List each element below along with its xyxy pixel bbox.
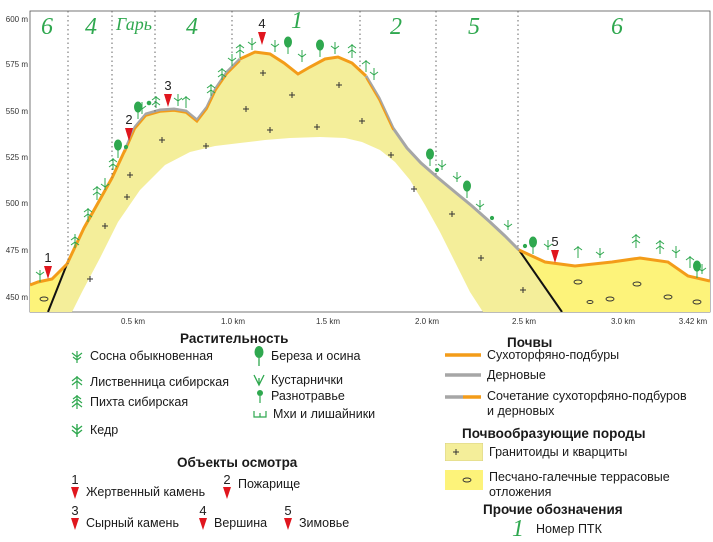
legend-item-herb: Разнотравье (255, 389, 345, 403)
legend-object-item: 1 Жертвенный камень (70, 473, 205, 504)
x-tick-label: 1.0 km (221, 317, 245, 326)
svg-text:5: 5 (551, 234, 558, 249)
terrain-profile: 6 4 Гарь 4 1 2 5 6 600 m 575 m 550 m 525… (6, 8, 711, 326)
legend-object-item: 4 Вершина (198, 504, 267, 535)
ptk-label-burn: Гарь (115, 14, 152, 34)
cedar-icon (71, 424, 83, 437)
soil-line-mixed-left-orange (124, 60, 241, 153)
x-tick-label: 3.0 km (611, 317, 635, 326)
legend-objects-title: Объекты осмотра (177, 455, 298, 470)
y-tick-label: 600 m (6, 15, 29, 24)
legend-item-larch: Лиственница сибирская (70, 374, 229, 390)
granitoid-body (48, 52, 562, 312)
contact-line-right (518, 249, 563, 312)
ptk-number-icon: 1 (512, 516, 524, 542)
larch-icon (71, 376, 83, 389)
soil-mixed-swatch (445, 395, 481, 399)
soil-orange-swatch (445, 353, 481, 357)
soil-line-orange-right (518, 248, 710, 283)
birch-icon (254, 346, 264, 366)
svg-text:4: 4 (258, 16, 265, 31)
legend-item-moss: Мхи и лишайники (253, 407, 375, 421)
legend-soil-item: Сухоторфяно-подбуры (445, 348, 619, 362)
granitoid-swatch (445, 443, 483, 461)
legend-soil-item: Сочетание сухоторфяно-подбуров и дерновы… (445, 389, 687, 419)
marker-icon: 3 (70, 504, 80, 535)
moss-icon (253, 411, 267, 418)
ptk-label: 4 (85, 14, 97, 40)
pine-icon (71, 351, 83, 363)
legend-soil-item: Дерновые (445, 368, 546, 382)
soil-line-gray-right-orange (365, 77, 394, 131)
legend-object-item: 5 Зимовье (283, 504, 349, 535)
ptk-label: 5 (468, 14, 480, 40)
object-marker: 5 (551, 234, 559, 263)
svg-text:3: 3 (164, 78, 171, 93)
legend-soils-title: Почвы (507, 335, 553, 350)
legend-item-cedar: Кедр (70, 422, 118, 438)
terrace-pebbles (39, 279, 702, 305)
ptk-label: 1 (291, 8, 303, 34)
terrace-deposit-left (30, 264, 67, 312)
object-marker: 4 (258, 16, 266, 45)
contact-line-left (47, 263, 68, 312)
legend-rock-item: Песчано-галечные террасовые отложения (445, 470, 670, 500)
x-tick-label: 3.42 km (679, 317, 708, 326)
y-tick-label: 525 m (6, 153, 29, 162)
ptk-label: 6 (611, 14, 623, 40)
object-marker: 1 (44, 250, 52, 279)
legend-item-pine: Сосна обыкновенная (70, 348, 213, 364)
y-tick-label: 450 m (6, 293, 29, 302)
granitoid-crosses (87, 70, 526, 293)
legend-item-fir: Пихта сибирская (70, 394, 188, 410)
legend-rocks-title: Почвообразующие породы (462, 426, 646, 441)
ptk-label: 4 (186, 14, 198, 40)
legend-ptk-item: 1 Номер ПТК (512, 516, 602, 542)
x-tick-label: 0.5 km (121, 317, 145, 326)
marker-icon: 2 (222, 473, 232, 504)
herb-icon (257, 390, 263, 403)
legend-rock-item: Гранитоиды и кварциты (445, 443, 627, 461)
fir-icon (71, 395, 83, 409)
x-tick-label: 2.0 km (415, 317, 439, 326)
vegetation-symbols (35, 38, 707, 282)
terrace-swatch (445, 470, 483, 490)
object-marker: 3 (164, 78, 172, 107)
x-tick-label: 2.5 km (512, 317, 536, 326)
soil-gray-swatch (445, 373, 481, 377)
ptk-label: 2 (390, 14, 402, 40)
ptk-boundaries (67, 11, 519, 264)
birch-symbols (114, 36, 701, 278)
legend-vegetation-title: Растительность (180, 331, 289, 346)
svg-text:1: 1 (44, 250, 51, 265)
legend-other-title: Прочие обозначения (483, 502, 623, 517)
svg-text:2: 2 (125, 112, 132, 127)
x-tick-label: 1.5 km (316, 317, 340, 326)
y-tick-label: 475 m (6, 246, 29, 255)
soil-line-mixed-left (123, 57, 242, 151)
legend-object-item: 2 Пожарище (222, 473, 300, 504)
marker-icon: 1 (70, 473, 80, 504)
object-marker: 2 (125, 112, 133, 141)
y-tick-label: 575 m (6, 60, 29, 69)
marker-icon: 4 (198, 504, 208, 535)
y-tick-label: 550 m (6, 107, 29, 116)
y-tick-label: 500 m (6, 199, 29, 208)
soil-line-gray-right (364, 75, 521, 252)
legend-object-item: 3 Сырный камень (70, 504, 179, 535)
shrub-icon (253, 374, 265, 387)
soil-line-orange-top (239, 50, 368, 78)
legend-item-birch: Береза и осина (253, 346, 360, 366)
legend-item-shrub: Кустарнички (253, 373, 343, 387)
marker-icon: 5 (283, 504, 293, 535)
ptk-label: 6 (41, 14, 53, 40)
